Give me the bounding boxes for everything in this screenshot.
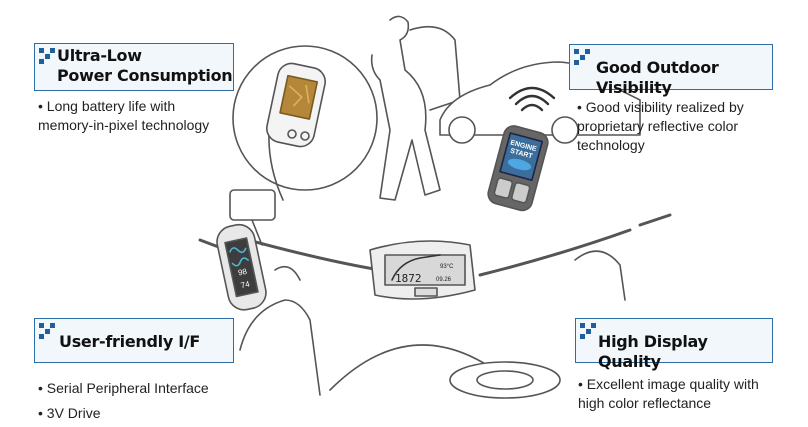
feature-box-display-quality: High Display Quality <box>575 318 773 371</box>
brand-logo-icon <box>39 48 55 64</box>
feature-desc-user-friendly: • Serial Peripheral Interface • 3V Drive <box>38 376 209 426</box>
feature-desc-display-quality: • Excellent image quality with high colo… <box>578 375 759 413</box>
feature-title-low-power-line1: Ultra-Low <box>57 46 142 65</box>
pulse-oximeter: 98 74 <box>216 223 267 311</box>
meter-speed: 1872 <box>395 272 422 285</box>
feature-box-outdoor-visibility: Good Outdoor Visibility <box>569 44 773 97</box>
bullet: • Serial Peripheral Interface <box>38 380 209 396</box>
oximeter-value-1: 98 <box>237 267 248 278</box>
feature-title-display-quality: High Display Quality <box>598 332 708 371</box>
brand-logo-icon <box>574 49 590 65</box>
bullet: • Long battery life with <box>38 98 176 114</box>
oximeter-value-2: 74 <box>240 279 251 290</box>
meter-date: 09.26 <box>436 277 452 283</box>
brand-logo-icon <box>580 323 596 339</box>
feature-desc-low-power: • Long battery life with memory-in-pixel… <box>38 97 209 135</box>
mirror-left <box>229 189 276 221</box>
feature-title-outdoor-visibility: Good Outdoor Visibility <box>596 58 719 97</box>
bullet: • Good visibility realized by <box>577 99 744 115</box>
brand-logo-icon <box>39 323 55 339</box>
meter-temp: 93°C <box>440 264 454 270</box>
feature-title-low-power-line2: Power Consumption <box>57 66 233 85</box>
bullet: technology <box>577 137 645 153</box>
bullet: proprietary reflective color <box>577 118 739 134</box>
feature-box-user-friendly: User-friendly I/F <box>34 318 234 363</box>
speedometer-meter: 1872 93°C 09.26 <box>369 240 476 300</box>
bullet: • Excellent image quality with <box>578 376 759 392</box>
bullet: high color reflectance <box>578 395 712 411</box>
bullet: • 3V Drive <box>38 405 101 421</box>
feature-title-user-friendly: User-friendly I/F <box>59 332 201 351</box>
feature-box-low-power: Ultra-Low Power Consumption <box>34 43 234 91</box>
bullet: memory-in-pixel technology <box>38 117 210 133</box>
remote-control: ENGINE START <box>487 125 549 212</box>
feature-desc-outdoor-visibility: • Good visibility realized by proprietar… <box>577 98 744 155</box>
